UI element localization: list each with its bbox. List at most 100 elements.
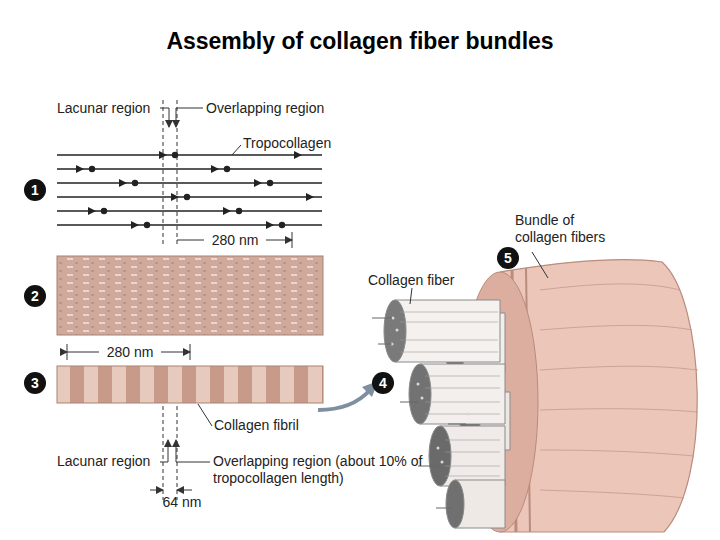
fiber-end [409,364,431,424]
dashed-guide [163,100,164,245]
protruding-fibrils [372,318,466,508]
region-pointer [176,440,210,462]
fiber-body [420,364,505,424]
striation [445,440,500,476]
molecule-ends [76,151,314,229]
dashed-guide [163,406,164,500]
dimension-tick [190,344,191,360]
molecule-head [171,193,179,201]
tropocollagen-line [57,210,322,212]
leader-line [232,145,241,155]
fiber-striations [400,312,500,476]
tropocollagen-line [57,154,322,156]
molecule-head [119,179,127,187]
banded-fibril [57,366,323,403]
callout-number: 2 [24,285,46,307]
tropocollagen-rows [57,155,322,225]
molecule-head [223,207,231,215]
callout-number: 3 [24,372,46,394]
tropocollagen-line [57,182,322,184]
fibril-strand [400,402,418,403]
part-label: Overlapping region (about 10% of tropoco… [213,453,431,487]
diagram-title: Assembly of collagen fiber bundles [0,28,720,55]
dimension-tick [67,344,68,360]
callout-text: 3 [31,375,39,391]
part-label: 280 nm [204,232,266,249]
callout-text: 2 [31,288,39,304]
fibril-strand [436,508,452,509]
callout-number: 4 [372,372,394,394]
part-label: Collagen fibril [214,417,299,434]
molecule-tail [89,166,95,172]
part-label: Overlapping region [206,100,324,117]
part-label: Tropocollagen [243,135,331,152]
fibril-strand [378,344,392,345]
molecule-tail [132,180,138,186]
part-label: Collagen fiber [368,272,454,289]
fibril-ends [391,317,470,464]
dashed-guide [177,100,178,245]
molecule-tail [279,222,285,228]
fibril-strand [372,318,392,319]
leader-line [198,404,212,426]
packed-molecules [57,256,323,335]
molecule-tail [101,208,107,214]
part-label: Bundle of collagen fibers [515,212,627,246]
molecule-head [211,165,219,173]
dimension-line [150,490,163,491]
leader-line [532,252,548,278]
striation [425,376,500,414]
dimension-line [177,490,192,491]
striation [540,366,698,370]
part-label: 64 nm [158,494,206,511]
fibril-dot [421,397,424,400]
molecule-tail [184,194,190,200]
dimension-tick [292,232,293,248]
molecule-head [266,221,274,229]
fiber-end [429,426,451,486]
region-pointer [160,108,169,127]
fibril-dot [437,447,440,450]
transition-arrow [318,390,370,410]
region-markers [160,100,203,245]
molecule-head [88,207,96,215]
molecule-head [254,179,262,187]
fiber-body [395,300,500,362]
callout-text: 1 [31,182,39,198]
callout-number: 1 [24,179,46,201]
callout-number: 5 [497,247,519,269]
molecule-head [76,165,84,173]
part-label: Lacunar region [57,453,150,470]
fibril-dot [467,413,470,416]
molecule-head [306,193,314,201]
fibril-strand [448,424,466,425]
dashed-guide [177,406,178,500]
fibril-dot [417,383,420,386]
fiber-end [446,480,464,528]
region-pointer [160,440,168,462]
molecule-head [131,221,139,229]
molecule-tail [267,180,273,186]
callout-text: 4 [379,375,387,391]
molecule-tail [172,152,178,158]
striation [540,409,698,412]
striation [400,312,498,352]
striation [540,450,694,456]
molecule-head [294,151,302,159]
molecule-tail [144,222,150,228]
molecule-tail [224,166,230,172]
region-markers [150,406,210,500]
fibril-dot [441,461,444,464]
molecule-head [159,151,167,159]
callout-text: 5 [504,250,512,266]
leader-line [410,288,412,304]
part-label: Lacunar region [57,100,150,117]
fiber-end [384,300,406,362]
tropocollagen-line [57,168,322,170]
collagen-fibers [384,300,510,528]
striation [540,490,684,498]
striation [540,284,680,290]
fibril-dot [396,329,399,332]
molecule-tail [236,208,242,214]
